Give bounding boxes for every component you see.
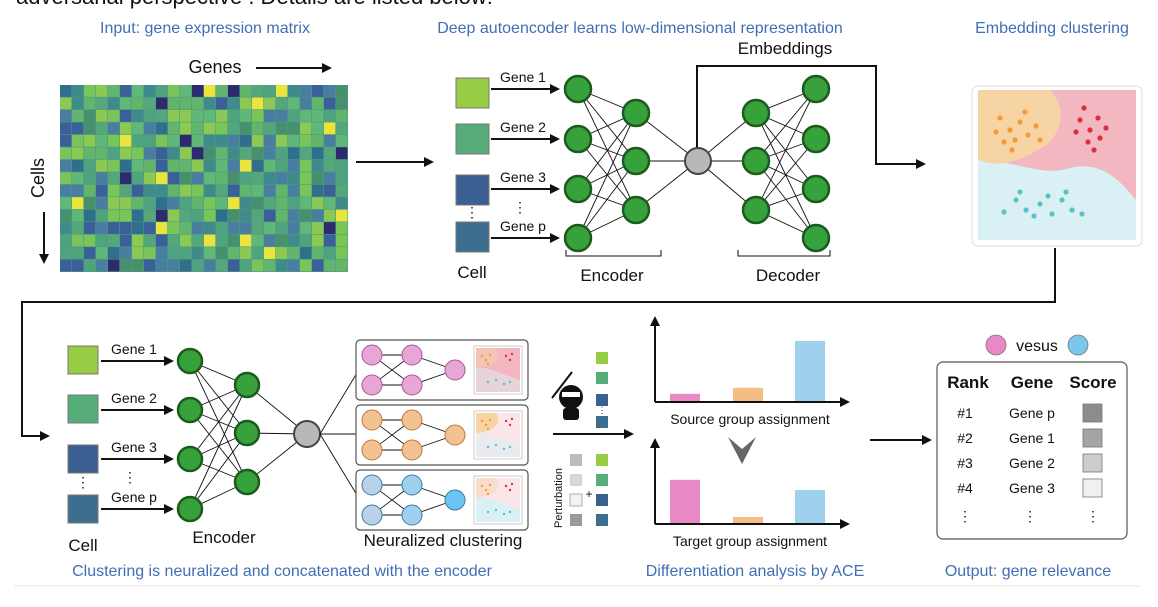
target-bars-bar-2 <box>733 517 763 523</box>
encoder-bracket <box>565 250 662 257</box>
output-caption: Output: gene relevance <box>945 563 1111 580</box>
p4-gene-2-label: Gene 2 <box>111 390 157 406</box>
ellipsis-swatch: ⋮ <box>465 204 479 220</box>
gene-p-label: Gene p <box>500 218 546 234</box>
score-swatch <box>1082 453 1103 473</box>
p4-gene-3-label: Gene 3 <box>111 439 157 455</box>
target-label: Target group assignment <box>673 533 827 549</box>
decoder-label: Decoder <box>756 266 821 285</box>
embeddings-arrow <box>696 65 926 169</box>
gene-2-swatch <box>455 123 490 155</box>
gene-3-swatch <box>455 174 490 206</box>
versus-label: vesus <box>1016 338 1058 355</box>
region-orange <box>978 90 1061 164</box>
p4-ellipsis-swatch: ⋮ <box>76 474 90 490</box>
gene-cell: Gene 1 <box>1009 430 1055 446</box>
autoencoder-caption: Deep autoencoder learns low-dimensional … <box>437 20 843 37</box>
p4-gene-1-swatch <box>67 345 99 375</box>
arrow-to-neuralized <box>21 248 1056 441</box>
gene-cell: Gene 3 <box>1009 480 1055 496</box>
neuralized-encoder-network <box>176 347 361 523</box>
source-bars-bar-1 <box>670 393 700 401</box>
autoencoder-network <box>563 74 831 253</box>
embedding-cluster-plot <box>971 85 1143 247</box>
rank-header: Rank <box>947 373 989 392</box>
p4-gene-1-label: Gene 1 <box>111 341 157 357</box>
gene-ellipsis: ⋮ <box>513 199 527 215</box>
rank-cell: #1 <box>957 405 973 421</box>
gene-2-label: Gene 2 <box>500 119 546 135</box>
target-assignment-chart: Target group assignment <box>650 438 850 549</box>
neuralized-caption: Clustering is neuralized and concatenate… <box>72 563 492 580</box>
gene-cell: Gene p <box>1009 405 1055 421</box>
gene-3-label: Gene 3 <box>500 169 546 185</box>
embeddings-label: Embeddings <box>738 39 833 58</box>
rank-ellipsis: ⋮ <box>958 508 972 524</box>
gene-expression-heatmap <box>60 85 348 272</box>
gene-1-swatch <box>455 77 490 109</box>
gene-p-swatch <box>455 221 490 253</box>
svg-text:⋮: ⋮ <box>598 405 607 415</box>
down-chevron-icon <box>728 437 756 464</box>
score-header: Score <box>1069 373 1116 392</box>
gene-header: Gene <box>1011 373 1054 392</box>
region-blue <box>978 159 1136 240</box>
input-column-top: ⋮ <box>596 352 608 428</box>
ninja-adversary-icon <box>551 371 583 420</box>
score-ellipsis: ⋮ <box>1086 508 1100 524</box>
p4-gene-3-swatch <box>67 444 99 474</box>
genes-label: Genes <box>188 57 241 77</box>
p4-cell-label: Cell <box>68 536 97 555</box>
relevance-table-frame <box>936 361 1128 540</box>
target-bars-bar-1 <box>670 479 700 523</box>
source-bars-bar-3 <box>795 341 825 401</box>
source-bars-bar-2 <box>733 387 763 401</box>
input-caption: Input: gene expression matrix <box>100 20 310 37</box>
blue-group-icon <box>1067 334 1089 356</box>
gene-ellipsis-row: ⋮ <box>1023 508 1037 524</box>
header-title: adversarial perspective . Details are li… <box>16 0 493 9</box>
gene-cell: Gene 2 <box>1009 455 1055 471</box>
clustering-caption: Embedding clustering <box>975 20 1129 37</box>
source-label: Source group assignment <box>670 411 830 427</box>
p4-gene-p-label: Gene p <box>111 489 157 505</box>
neuralized-clustering-label: Neuralized clustering <box>364 531 523 550</box>
perturbation-label: Perturbation <box>553 468 565 528</box>
perturbation-column <box>569 454 583 526</box>
score-swatch <box>1082 403 1103 423</box>
target-bars-bar-3 <box>795 490 825 523</box>
score-swatch <box>1082 478 1103 498</box>
encoder-label: Encoder <box>580 266 644 285</box>
rank-cell: #3 <box>957 455 973 471</box>
ace-caption: Differentiation analysis by ACE <box>646 563 864 580</box>
gene-1-label: Gene 1 <box>500 69 546 85</box>
decoder-bracket <box>737 250 831 257</box>
input-column-bottom <box>596 454 608 526</box>
pink-group-icon <box>985 334 1007 356</box>
gene-relevance-table: Rank Gene Score #1 Gene p #2 Gene 1 #3 Gene 2… <box>936 361 1128 540</box>
score-swatch <box>1082 428 1103 448</box>
rank-cell: #2 <box>957 430 973 446</box>
source-assignment-chart: Source group assignment <box>650 316 850 427</box>
p4-encoder-label: Encoder <box>192 528 256 547</box>
p4-gene-2-swatch <box>67 394 99 424</box>
p4-gene-p-swatch <box>67 494 99 524</box>
p4-gene-ellipsis: ⋮ <box>123 469 137 485</box>
rank-cell: #4 <box>957 480 973 496</box>
cell-label: Cell <box>457 263 486 282</box>
cells-label: Cells <box>28 158 48 198</box>
neuralized-clustering-modules <box>355 339 529 531</box>
plus-sign: + <box>585 487 592 501</box>
